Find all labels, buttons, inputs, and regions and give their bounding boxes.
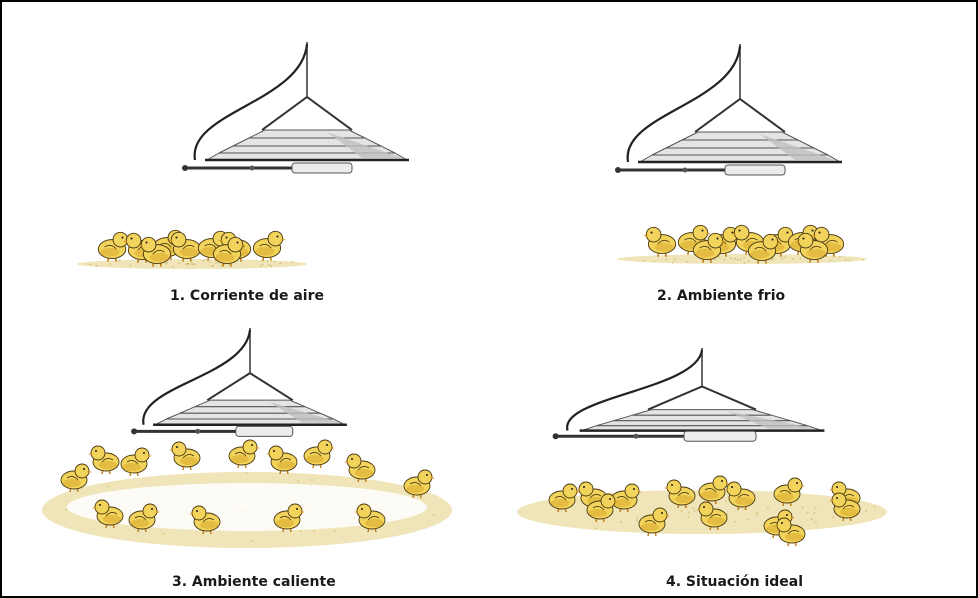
caption-situacion-ideal: 4. Situación ideal (666, 574, 803, 590)
panel-corriente-de-aire (77, 42, 409, 269)
chick (169, 442, 200, 470)
caption-ambiente-frio: 2. Ambiente frio (657, 288, 785, 304)
chick (643, 227, 676, 256)
panel-ambiente-frio (615, 44, 867, 264)
brooder-lamp (182, 42, 409, 173)
caption-corriente-de-aire: 1. Corriente de aire (170, 288, 324, 304)
chick (266, 446, 297, 474)
panel-situacion-ideal (517, 348, 887, 546)
chick (121, 448, 152, 476)
chick (88, 446, 119, 474)
ground-shadow (77, 258, 307, 269)
brooder-lamp (553, 348, 825, 441)
chick (304, 440, 335, 468)
chick (253, 231, 286, 260)
chick (98, 232, 131, 261)
caption-ambiente-caliente: 3. Ambiente caliente (172, 574, 336, 590)
ground-shadow (617, 253, 867, 264)
chick (229, 440, 260, 468)
brooder-lamp (131, 328, 347, 436)
panel-ambiente-caliente (42, 328, 452, 548)
brooder-lamp (615, 44, 842, 175)
